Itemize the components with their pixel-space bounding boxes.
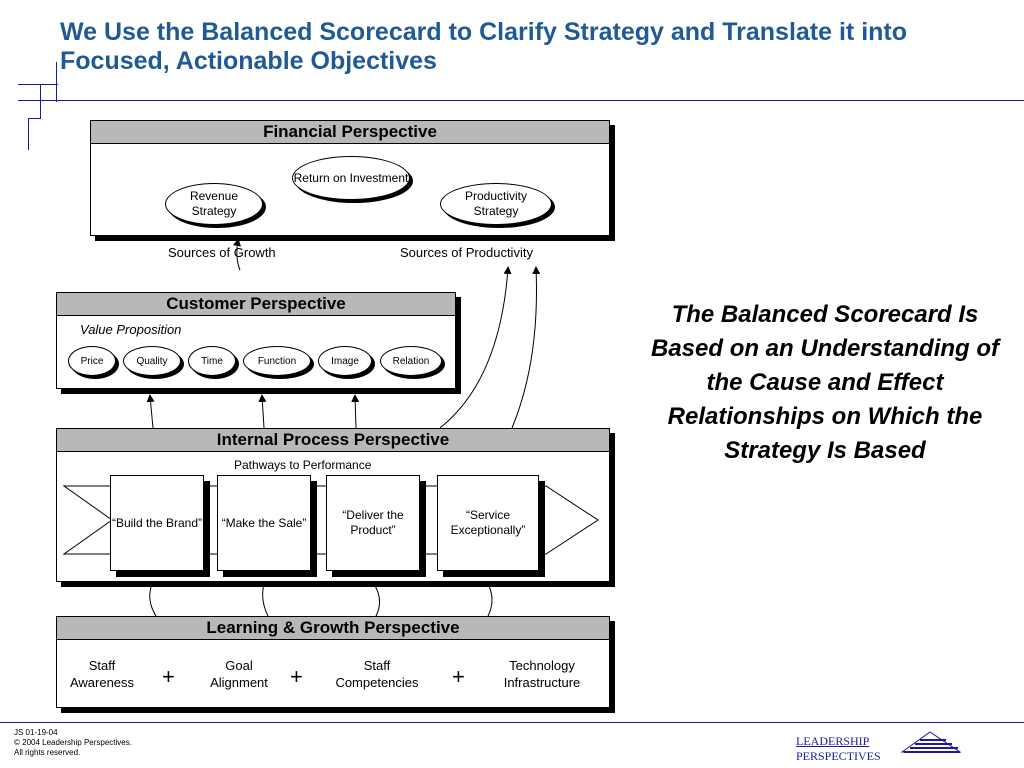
pathway-deliver-product-card: “Deliver the Product” — [326, 475, 420, 571]
corner-rule-horizontal — [28, 118, 41, 119]
pathways-label: Pathways to Performance — [234, 458, 372, 472]
logo-line-2: PERSPECTIVES — [796, 749, 881, 763]
footer-line-1: JS 01-19-04 — [14, 728, 58, 737]
sources-of-growth-label: Sources of Growth — [168, 245, 276, 260]
sources-of-productivity-label: Sources of Productivity — [400, 245, 533, 260]
title-rule — [18, 100, 1024, 101]
staff-competencies-item: Staff Competencies — [335, 658, 419, 690]
roi-oval: Return on Investment — [292, 156, 410, 200]
arrow-internal-to-customer-3 — [351, 394, 360, 429]
technology-infrastructure-item: Technology Infrastructure — [503, 658, 581, 690]
value-proposition-label: Value Proposition — [80, 322, 182, 337]
arrow-internal-to-productivity-1 — [439, 266, 512, 429]
arrow-learning-to-internal-2 — [262, 583, 269, 617]
revenue-strategy-oval: Revenue Strategy — [165, 183, 263, 225]
value-time-oval: Time — [188, 346, 236, 376]
side-statement: The Balanced Scorecard Is Based on an Un… — [650, 301, 1000, 464]
logo-line-1: LEADERSHIP — [796, 734, 870, 748]
value-relation-oval: Relation — [380, 346, 442, 376]
logo-mark-icon — [900, 731, 962, 753]
pathway-make-sale-card: “Make the Sale” — [217, 475, 311, 571]
value-image-oval: Image — [318, 346, 372, 376]
value-price-oval: Price — [68, 346, 116, 376]
pathway-build-brand-card: “Build the Brand” — [110, 475, 204, 571]
arrow-growth-to-financial — [233, 238, 241, 271]
corner-rule-vertical-3 — [56, 62, 57, 102]
value-function-oval: Function — [243, 346, 311, 376]
corner-rule-vertical-2 — [28, 118, 29, 150]
title-rule-short — [18, 84, 58, 85]
plus-sign-2: + — [290, 664, 303, 689]
learning-growth-box: Learning & Growth Perspective — [56, 616, 610, 708]
arrow-internal-to-customer-1 — [146, 394, 155, 429]
financial-perspective-heading: Financial Perspective — [91, 121, 609, 144]
arrow-internal-to-customer-2 — [258, 394, 267, 429]
pathway-service-card: “Service Exceptionally” — [437, 475, 539, 571]
footer-line-2: © 2004 Leadership Perspectives. — [14, 738, 132, 747]
page-title: We Use the Balanced Scorecard to Clarify… — [60, 18, 908, 75]
arrow-learning-to-internal-4 — [487, 583, 493, 617]
logo-text: LEADERSHIP PERSPECTIVES — [796, 734, 881, 764]
arrow-internal-to-productivity-2 — [511, 266, 541, 429]
footer-text: JS 01-19-04 © 2004 Leadership Perspectiv… — [14, 728, 132, 758]
corner-rule-vertical — [40, 84, 41, 118]
arrow-learning-to-internal-3 — [373, 583, 380, 617]
footer-line-3: All rights reserved. — [14, 748, 81, 757]
internal-process-heading: Internal Process Perspective — [57, 429, 609, 452]
customer-perspective-heading: Customer Perspective — [57, 293, 455, 316]
productivity-strategy-oval: Productivity Strategy — [440, 183, 552, 225]
learning-growth-heading: Learning & Growth Perspective — [57, 617, 609, 640]
staff-awareness-item: Staff Awareness — [69, 658, 135, 690]
footer-rule — [0, 722, 1024, 723]
plus-sign-1: + — [162, 664, 175, 689]
plus-sign-3: + — [452, 664, 465, 689]
goal-alignment-item: Goal Alignment — [210, 658, 268, 690]
value-quality-oval: Quality — [123, 346, 181, 376]
arrow-learning-to-internal-1 — [149, 583, 157, 617]
